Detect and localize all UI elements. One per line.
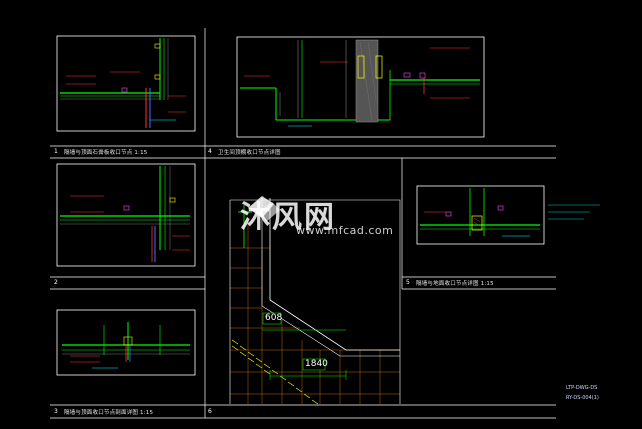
caption-number-4: 4 <box>208 148 212 155</box>
detail-2[interactable] <box>56 163 196 267</box>
caption-text-1: 隔墙与顶面石膏板收口节点 1:15 <box>64 150 148 156</box>
caption-number-6: 6 <box>208 408 212 415</box>
caption-text-5: 隔墙与地面收口节点详图 1:15 <box>416 281 494 287</box>
detail-1[interactable] <box>56 35 196 132</box>
footer-line-2: RY-DS-004(1) <box>566 395 599 401</box>
caption-number-5: 5 <box>406 279 410 286</box>
watermark-brand: 沐风网 <box>240 200 336 235</box>
dimension-1840: 1840 <box>305 359 328 369</box>
caption-text-4: 卫生间顶棚收口节点详图 <box>218 150 281 156</box>
dimension-608: 608 <box>265 313 283 323</box>
footer-line-1: LTP-DWG-DS <box>566 385 598 391</box>
detail-3[interactable] <box>56 309 196 376</box>
caption-number-2: 2 <box>54 279 58 286</box>
sheet-frame <box>50 28 556 419</box>
caption-number-3: 3 <box>54 408 58 415</box>
detail-4[interactable] <box>236 36 485 138</box>
detail-5[interactable] <box>416 185 600 245</box>
watermark-url: www.mfcad.com <box>296 224 394 237</box>
detail-6[interactable] <box>229 198 401 405</box>
watermark-logo-icon <box>248 196 280 222</box>
caption-number-1: 1 <box>54 148 58 155</box>
caption-text-3: 隔墙与顶面收口节点剖面详图 1:15 <box>64 410 154 416</box>
